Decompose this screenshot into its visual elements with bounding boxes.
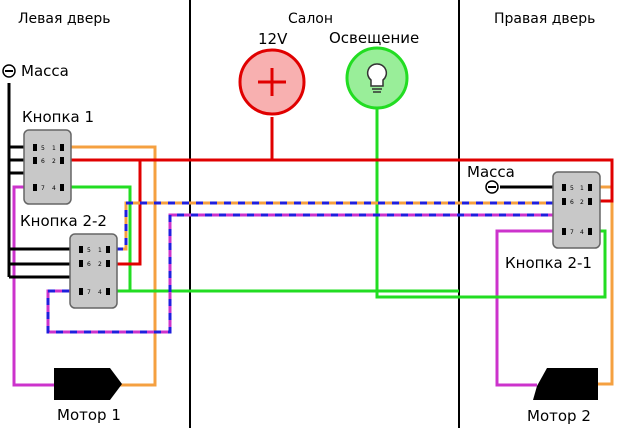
button-2-2: 5 1 6 2 7 4 Кнопка 2-2	[20, 212, 118, 309]
wires-red	[60, 117, 614, 266]
wire-red-btn22	[116, 160, 142, 266]
button-2-1-pin-2: 2	[580, 199, 584, 206]
button-2-1-pin-1: 1	[580, 185, 584, 192]
button-1-pin-1: 1	[52, 145, 56, 152]
lamp-label: Освещение	[329, 29, 419, 47]
motor-2: Мотор 2	[527, 368, 598, 425]
button-1-pin-6: 6	[41, 158, 45, 165]
wire-green-btn1	[60, 185, 132, 291]
button-2-1-label: Кнопка 2-1	[505, 254, 592, 272]
motor-2-label: Мотор 2	[527, 407, 591, 425]
button-1-pin-2: 2	[52, 158, 56, 165]
section-center-title: Салон	[288, 11, 333, 27]
button-2-1: 5 1 6 2 7 4 Кнопка 2-1	[505, 171, 601, 272]
button-1-pin-4: 4	[52, 185, 56, 192]
button-1-pin-7: 7	[41, 185, 45, 192]
button-2-1-pin-6: 6	[570, 199, 574, 206]
section-left-title: Левая дверь	[18, 11, 111, 27]
ground-left-label: Масса	[21, 62, 69, 80]
button-2-2-pin-1: 1	[98, 247, 102, 254]
ground-right-label: Масса	[467, 163, 515, 181]
button-2-1-pin-7: 7	[570, 229, 574, 236]
ground-left: Масса	[2, 62, 69, 80]
button-2-2-label: Кнопка 2-2	[20, 212, 107, 230]
wire-green-lamp	[375, 103, 607, 299]
lamp: Освещение	[329, 29, 419, 110]
button-2-2-pin-7: 7	[87, 289, 91, 296]
button-2-2-pin-6: 6	[87, 261, 91, 268]
button-1-body	[23, 129, 72, 205]
ground-right: Масса	[467, 163, 515, 194]
wire-blue-orange	[116, 201, 562, 251]
motor-1-icon	[54, 368, 122, 400]
motor-1: Мотор 1	[54, 368, 122, 424]
section-right-title: Правая дверь	[494, 11, 595, 27]
button-1-pin-5: 5	[41, 145, 45, 152]
battery: 12V	[238, 30, 306, 116]
wire-magenta-btn21	[495, 229, 562, 387]
wire-red-bus	[60, 158, 614, 203]
button-1-label: Кнопка 1	[22, 108, 94, 126]
battery-label: 12V	[258, 30, 288, 48]
button-2-1-body	[552, 171, 601, 249]
button-2-1-pin-5: 5	[570, 185, 574, 192]
button-1: 5 1 6 2 7 4 Кнопка 1	[22, 108, 94, 205]
button-2-2-body	[69, 233, 118, 309]
motor-2-icon	[533, 368, 598, 400]
button-2-2-pin-5: 5	[87, 247, 91, 254]
button-2-1-pin-4: 4	[580, 229, 584, 236]
wires-orange	[60, 145, 614, 387]
wire-orange-btn1	[60, 145, 157, 387]
button-2-2-pin-4: 4	[98, 289, 102, 296]
wires-green	[60, 103, 607, 299]
wire-blue-magenta	[46, 213, 562, 334]
button-2-2-pin-2: 2	[98, 261, 102, 268]
wire-orange-btn21	[593, 185, 614, 386]
motor-1-label: Мотор 1	[57, 406, 121, 424]
